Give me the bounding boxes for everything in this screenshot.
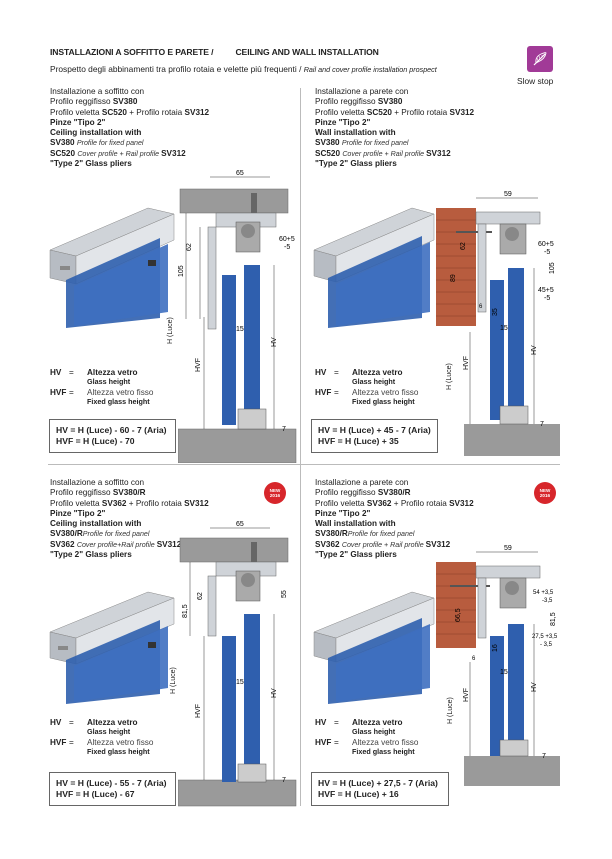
panel-3-formula-box: HV = H (Luce) - 55 - 7 (Aria) HVF = H (L…: [49, 772, 176, 806]
svg-text:7: 7: [542, 753, 546, 760]
panel-2-description: Installazione a parete con Profilo reggi…: [315, 87, 475, 169]
panel-2-section-drawing: 59 62 89 60+5 -5 105 45+5 -5 6 35 HVF HV…: [436, 191, 560, 456]
panel-2-legend: HV=Altezza vetro Glass height HVF=Altezz…: [315, 368, 419, 407]
svg-text:62: 62: [186, 243, 193, 251]
panel-1-description: Installazione a soffitto con Profilo reg…: [50, 87, 210, 169]
svg-text:45+5: 45+5: [538, 287, 554, 294]
svg-text:66,5: 66,5: [455, 608, 462, 622]
svg-text:62: 62: [197, 592, 204, 600]
svg-text:15: 15: [236, 326, 244, 333]
svg-text:62: 62: [460, 242, 467, 250]
svg-text:HV: HV: [271, 337, 278, 347]
svg-text:-3,5: -3,5: [542, 598, 553, 604]
svg-text:-5: -5: [284, 244, 290, 251]
panel-4-legend: HV=Altezza vetro Glass height HVF=Altezz…: [315, 718, 419, 757]
svg-text:6: 6: [472, 656, 476, 662]
svg-text:7: 7: [540, 421, 544, 428]
panel-3-section-drawing: 65 62 81,5 55 HVF HV 15 7: [178, 521, 297, 807]
svg-text:HV: HV: [271, 688, 278, 698]
svg-text:- 3,5: - 3,5: [540, 642, 553, 648]
panel-4-section-drawing: 59 66,5 54 +3,5 -3,5 81,5 27,5 +3,5 - 3,…: [436, 545, 560, 786]
page-title: INSTALLAZIONI A SOFFITTO E PARETE /CEILI…: [50, 47, 379, 57]
svg-text:15: 15: [236, 679, 244, 686]
panel-4-3d-profile: [313, 591, 435, 704]
svg-text:15: 15: [500, 669, 508, 676]
svg-text:-5: -5: [544, 295, 550, 302]
svg-text:35: 35: [492, 308, 499, 316]
svg-text:HV: HV: [531, 345, 538, 355]
svg-text:7: 7: [282, 426, 286, 433]
panel-1-section-drawing: 65 62 105 60+5 -5 HVF HV 15 7: [178, 170, 297, 463]
page-subtitle: Prospetto degli abbinamenti tra profilo …: [50, 64, 437, 74]
svg-text:81,5: 81,5: [182, 604, 189, 618]
panel-4-height-label: H (Luce): [447, 697, 454, 724]
svg-text:HVF: HVF: [195, 704, 202, 718]
panel-4-formula-box: HV = H (Luce) + 27,5 - 7 (Aria) HVF = H …: [311, 772, 449, 806]
svg-text:54 +3,5: 54 +3,5: [533, 590, 554, 596]
panel-3-description: Installazione a soffitto con Profilo reg…: [50, 478, 209, 560]
panel-4-description: Installazione a parete con Profilo reggi…: [315, 478, 474, 560]
svg-text:60+5: 60+5: [279, 236, 295, 243]
svg-text:59: 59: [504, 545, 512, 552]
svg-text:81,5: 81,5: [550, 612, 557, 626]
panel-2-3d-profile: [313, 207, 435, 328]
panel-1-formula-box: HV = H (Luce) - 60 - 7 (Aria) HVF = H (L…: [49, 419, 176, 453]
panel-2-height-label: H (Luce): [446, 363, 453, 390]
panel-1-height-label: H (Luce): [167, 317, 174, 344]
panel-3-height-label: H (Luce): [170, 667, 177, 694]
svg-text:HVF: HVF: [195, 358, 202, 372]
svg-text:59: 59: [504, 191, 512, 198]
panel-1-3d-profile: [49, 207, 175, 328]
panel-3-legend: HV=Altezza vetro Glass height HVF=Altezz…: [50, 718, 154, 757]
feather-icon: [533, 52, 547, 66]
svg-text:HV: HV: [531, 682, 538, 692]
svg-text:60+5: 60+5: [538, 241, 554, 248]
svg-text:27,5 +3,5: 27,5 +3,5: [532, 634, 558, 640]
svg-text:15: 15: [500, 325, 508, 332]
dim-top: 65: [236, 170, 244, 177]
svg-text:55: 55: [281, 590, 288, 598]
horizontal-divider: [48, 464, 560, 465]
svg-text:-5: -5: [544, 249, 550, 256]
svg-text:65: 65: [236, 521, 244, 528]
svg-text:6: 6: [479, 304, 483, 310]
svg-text:HVF: HVF: [463, 688, 470, 702]
svg-text:16: 16: [492, 644, 499, 652]
slow-stop-badge: [527, 46, 553, 72]
panel-1-legend: HV=Altezza vetro Glass height HVF=Altezz…: [50, 368, 154, 407]
svg-text:105: 105: [549, 262, 556, 274]
svg-text:105: 105: [178, 265, 185, 277]
svg-text:HVF: HVF: [463, 356, 470, 370]
vertical-divider: [300, 88, 301, 806]
panel-3-3d-profile: [49, 591, 175, 704]
panel-2-formula-box: HV = H (Luce) + 45 - 7 (Aria) HVF = H (L…: [311, 419, 438, 453]
svg-text:7: 7: [282, 777, 286, 784]
svg-text:89: 89: [450, 274, 457, 282]
slow-stop-label: Slow stop: [517, 76, 554, 86]
